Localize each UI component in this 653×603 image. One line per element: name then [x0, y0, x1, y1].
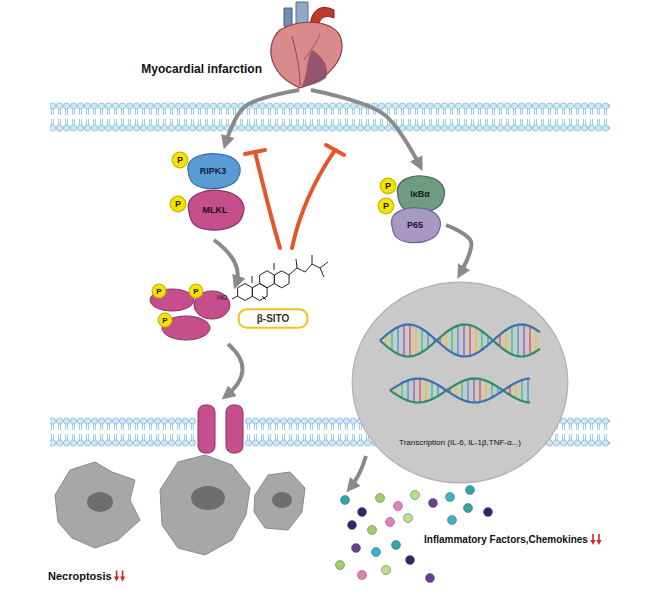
phospho-circle: P — [170, 196, 186, 212]
nucleus: Transcription (IL-6, IL-1β,TNF-α...) — [350, 280, 570, 485]
node-text: P — [156, 287, 161, 296]
drug-label-box: β-SITO — [238, 309, 308, 328]
phospho-circle: P — [189, 284, 203, 298]
process-arrow — [214, 240, 366, 488]
node-text: β-SITO — [257, 313, 290, 324]
mlkl-protein: MLKL — [182, 186, 248, 234]
signal-arrow — [225, 90, 299, 144]
outcome-label: Necroptosis — [48, 570, 112, 582]
node-text: P — [175, 199, 181, 209]
heading-text: Myocardial infarction — [141, 62, 262, 76]
node-text: P65 — [407, 220, 423, 230]
phospho-circle: P — [380, 178, 396, 194]
phospho-circle: P — [378, 198, 394, 214]
node-text: P — [385, 181, 391, 191]
heart-node: Myocardial infarction — [268, 2, 346, 88]
node-text: IκBα — [410, 189, 430, 199]
signal-arrow — [446, 225, 471, 274]
mlkl-pore — [198, 405, 243, 453]
node-text: RIPK3 — [200, 166, 227, 176]
phospho-circle: P — [158, 313, 172, 327]
node-text: P — [383, 201, 389, 211]
heart-illustration — [271, 2, 342, 88]
phospho-circle: P — [152, 284, 166, 298]
atom-label: HO — [217, 294, 228, 301]
cell-membrane — [50, 102, 610, 132]
necrotic-cell — [55, 455, 305, 555]
inhibition-line — [245, 145, 344, 248]
molecule-structure — [232, 255, 328, 301]
node-text: MLKL — [203, 205, 228, 215]
cell-membrane — [50, 417, 196, 447]
node-text: P — [177, 155, 183, 165]
dna-helix — [350, 280, 570, 485]
outcome-label: Inflammatory Factors,Chemokines — [424, 534, 588, 545]
node-text: P — [193, 287, 198, 296]
ripk3-protein: RIPK3 — [182, 150, 244, 192]
signal-arrow — [311, 90, 420, 166]
node-text: Transcription (IL-6, IL-1β,TNF-α...) — [399, 438, 521, 447]
node-text: P — [162, 316, 167, 325]
phospho-circle: P — [172, 152, 188, 168]
p65-protein: P65 — [386, 204, 444, 246]
